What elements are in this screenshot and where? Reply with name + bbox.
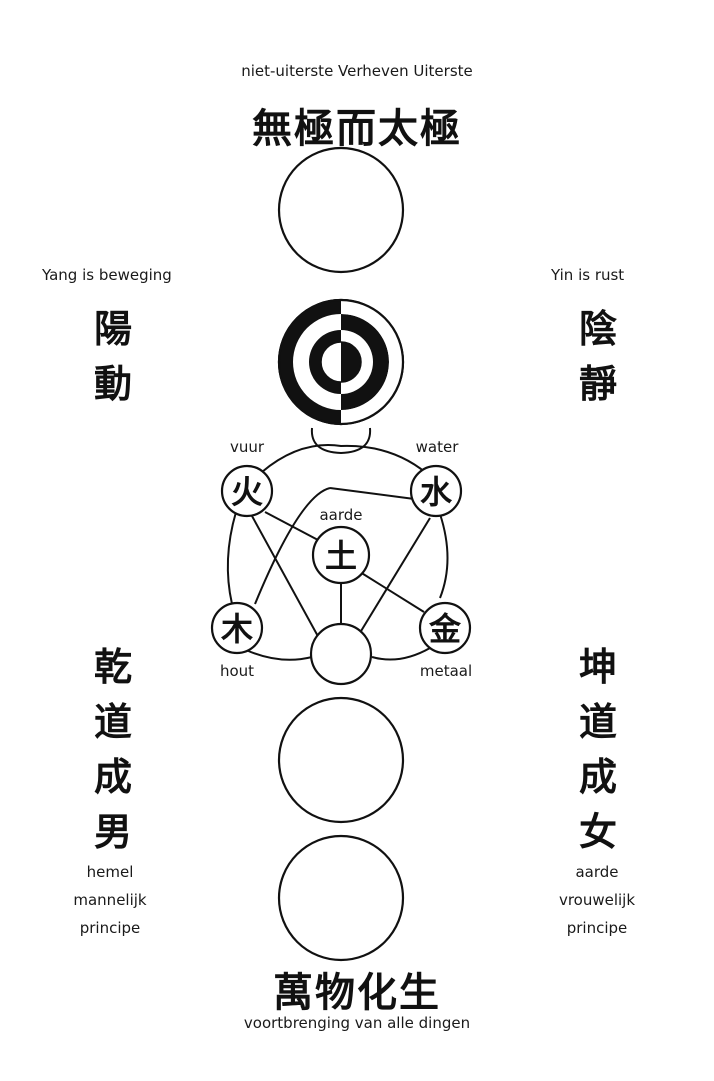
line-water-cross (329, 487, 423, 501)
top-subtitle: niet-uiterste Verheven Uiterste (241, 62, 473, 80)
qian-kun-circle (277, 696, 405, 824)
kun-caption: aarde vrouwelijk principe (537, 858, 657, 942)
kun-line: vrouwelijk (558, 891, 636, 909)
qian-line: hemel (86, 863, 134, 881)
yang-caption: Yang is beweging (42, 266, 172, 284)
yin-chars: 陰 靜 (573, 302, 623, 412)
kun-char: 坤 (578, 645, 617, 689)
qian-caption: hemel mannelijk principe (50, 858, 170, 942)
myriad-things-circle (277, 834, 405, 962)
yin-outer-right (341, 300, 403, 424)
kun-char: 道 (578, 700, 617, 745)
arc-fire-water (261, 444, 433, 479)
top-title: 無極而太極 (252, 106, 462, 152)
wuji-circle (277, 146, 405, 274)
qian-chars: 乾 道 成 男 (86, 640, 140, 860)
kun-char: 成 (578, 755, 617, 800)
kun-line: aarde (575, 863, 619, 881)
arc-water-metal (439, 513, 449, 599)
yin-char: 陰 (578, 307, 617, 351)
fire-label: vuur (230, 438, 265, 456)
yang-chars: 陽 動 (88, 302, 138, 412)
fire-circle (220, 464, 274, 518)
wood-char: 木 (220, 610, 253, 648)
line-water-bottom (357, 517, 431, 637)
line-fire-earth (264, 511, 319, 541)
yang-inner-ring-left (309, 330, 341, 394)
wood-circle (210, 601, 264, 655)
arc-metal-bottom (371, 647, 431, 661)
water-char: 水 (420, 473, 453, 511)
yin-yang-circle (277, 298, 405, 455)
kun-line: principe (566, 919, 628, 937)
metal-circle (418, 601, 472, 655)
water-label: water (416, 438, 460, 456)
qian-line: principe (79, 919, 141, 937)
earth-circle (311, 525, 371, 585)
union-circle (309, 622, 373, 686)
fire-char: 火 (231, 473, 263, 511)
bottom-title: 萬物化生 (273, 970, 441, 1016)
yin-char: 靜 (578, 362, 617, 407)
arc-bottom-wood (245, 649, 313, 661)
qian-char: 乾 (93, 645, 132, 689)
yin-caption: Yin is rust (551, 266, 625, 284)
water-circle (409, 464, 463, 518)
qian-char: 成 (93, 755, 132, 800)
earth-char: 土 (325, 537, 357, 575)
yang-ring-left (279, 300, 341, 424)
yang-char: 陽 (93, 307, 132, 351)
kun-char: 女 (578, 810, 617, 855)
yin-core-right (341, 342, 361, 382)
earth-label: aarde (319, 506, 362, 524)
yin-ring-right (341, 314, 389, 410)
line-earth-metal (359, 571, 425, 613)
qian-char: 男 (93, 810, 132, 855)
qian-char: 道 (93, 700, 132, 745)
metal-char: 金 (428, 610, 462, 648)
metal-label: metaal (420, 662, 472, 680)
bottom-subtitle: voortbrenging van alle dingen (243, 1014, 471, 1032)
arc-wood-fire (226, 511, 237, 605)
yang-char: 動 (93, 362, 132, 407)
line-fire-bottom (251, 515, 321, 641)
qian-line: mannelijk (73, 891, 147, 909)
kun-chars: 坤 道 成 女 (571, 640, 625, 860)
yin-yang-stem (310, 427, 372, 455)
line-water-wood (254, 487, 331, 605)
wood-label: hout (220, 662, 254, 680)
five-elements-network (226, 444, 449, 661)
